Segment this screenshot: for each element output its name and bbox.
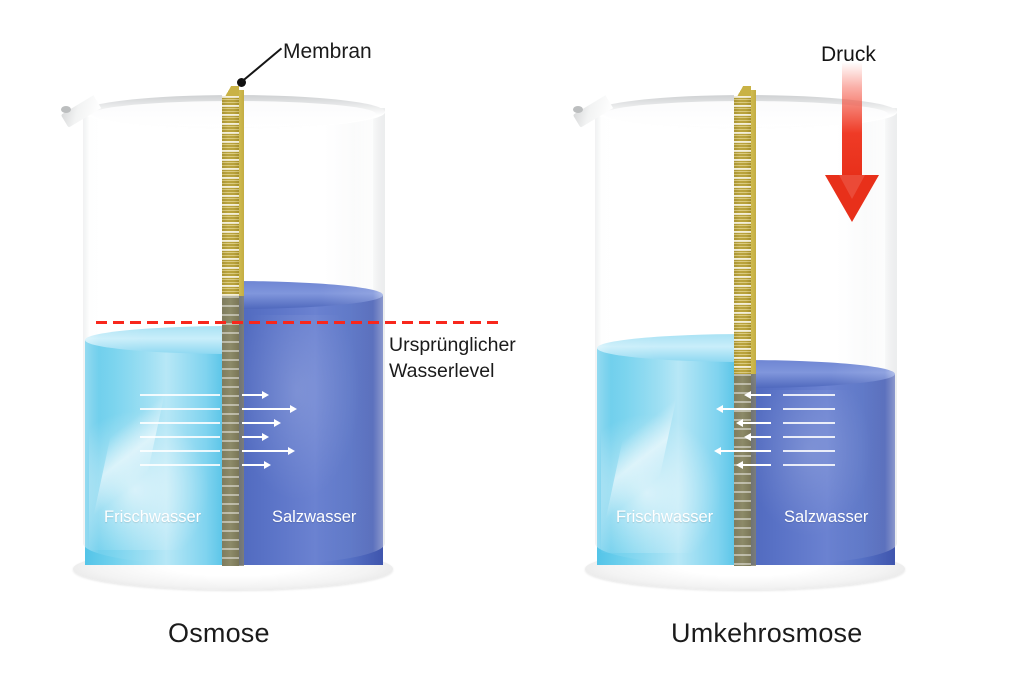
caption-reverse-osmosis: Umkehrosmose: [671, 618, 863, 648]
membrane-right: [734, 86, 756, 566]
flow-arrow-right-icon: [262, 391, 269, 399]
flow-arrow-right-icon: [242, 394, 262, 396]
flow-arrow-left-icon: [783, 436, 835, 438]
flow-arrow-left-icon: [736, 461, 743, 469]
flow-arrow-left-icon: [783, 450, 835, 452]
flow-arrow-left-icon: [744, 391, 751, 399]
flow-arrow-right-icon: [242, 436, 262, 438]
pressure-arrow-head: [825, 175, 879, 222]
flow-arrow-left-icon: [743, 464, 771, 466]
membrane-left: [222, 86, 244, 566]
membrane-side-submerged-left: [239, 296, 244, 566]
flow-arrow-right-icon: [242, 408, 290, 410]
flow-arrow-right-icon: [242, 464, 264, 466]
flow-arrows-left: [140, 391, 300, 472]
pressure-arrow-shaft: [842, 62, 862, 177]
flow-arrow-right-icon: [242, 422, 274, 424]
membrane-side-submerged-right: [751, 374, 756, 566]
original-water-level-line1: Ursprünglicher: [389, 334, 516, 356]
salt-water-label-right: Salzwasser: [784, 508, 869, 526]
flow-arrow-right-icon: [140, 464, 220, 466]
flow-arrow-left-icon: [743, 422, 771, 424]
beaker-spout-cap-left: [61, 106, 71, 113]
flow-arrow-right-icon: [262, 433, 269, 441]
flow-arrow-right-icon: [140, 422, 220, 424]
flow-arrow-right-icon: [140, 408, 220, 410]
flow-arrows-right: [652, 391, 835, 472]
flow-arrow-left-icon: [736, 419, 743, 427]
pressure-arrow-down-icon: [825, 62, 879, 222]
membrane-face-submerged-left: [222, 296, 239, 566]
flow-arrow-right-icon: [288, 447, 295, 455]
membrane-side-left: [239, 90, 244, 296]
membrane-side-right: [751, 90, 756, 374]
membrane-face-right: [734, 96, 751, 374]
flow-arrow-left-icon: [716, 405, 723, 413]
pressure-arrow-head-sheen: [839, 175, 865, 199]
original-water-level-line: [96, 321, 500, 324]
original-water-level-annotation: Ursprünglicher Wasserlevel: [389, 332, 516, 384]
flow-arrow-right-icon: [290, 405, 297, 413]
fresh-water-label-left: Frischwasser: [104, 508, 202, 526]
fresh-water-label-right: Frischwasser: [616, 508, 714, 526]
flow-arrow-left-icon: [744, 433, 751, 441]
membrane-top-tip-left: [222, 86, 239, 98]
membrane-top-tip-right: [734, 86, 751, 98]
flow-arrow-left-icon: [783, 464, 835, 466]
flow-arrow-left-icon: [783, 408, 835, 410]
callout-pointer-icon: [237, 78, 246, 87]
flow-arrow-right-icon: [264, 461, 271, 469]
flow-arrow-right-icon: [274, 419, 281, 427]
flow-arrow-left-icon: [783, 394, 835, 396]
flow-arrow-left-icon: [751, 394, 771, 396]
pressure-label: Druck: [821, 43, 876, 66]
flow-arrow-right-icon: [140, 394, 220, 396]
beaker-reverse-osmosis: Frischwasser Salzwasser Druck: [512, 0, 1024, 683]
flow-arrow-left-icon: [721, 450, 771, 452]
beaker-spout-cap-right: [573, 106, 583, 113]
flow-arrow-right-icon: [140, 436, 220, 438]
membrane-label: Membran: [283, 40, 372, 63]
flow-arrow-left-icon: [751, 436, 771, 438]
flow-arrow-left-icon: [714, 447, 721, 455]
flow-arrow-right-icon: [140, 450, 220, 452]
flow-arrow-left-icon: [783, 422, 835, 424]
flow-arrow-left-icon: [723, 408, 771, 410]
original-water-level-line2: Wasserlevel: [389, 360, 495, 382]
flow-arrow-right-icon: [242, 450, 288, 452]
salt-water-label-left: Salzwasser: [272, 508, 357, 526]
membrane-face-left: [222, 96, 239, 296]
caption-osmosis: Osmose: [168, 618, 270, 648]
